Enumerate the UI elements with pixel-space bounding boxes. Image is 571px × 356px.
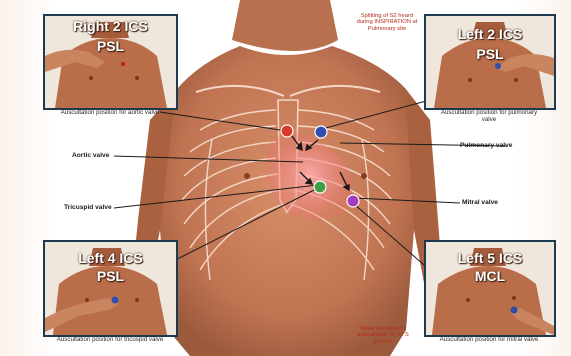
label-tricuspid-valve: Tricuspid valve [64,204,112,211]
caption-tricuspid: Auscultation position for tricuspid valv… [54,336,166,343]
note-s3-mitral: Mitral site best for auscultation of S3 … [352,326,414,345]
label-mitral-valve: Mitral valve [462,199,498,206]
inset-tricuspid-position: Left 4 ICS PSL [43,240,178,337]
mitral-valve-marker [347,195,359,207]
caption-aortic: Auscultation position for aortic valve [54,109,166,116]
inset-title-line2: PSL [45,268,176,284]
label-aortic-valve: Aortic valve [72,152,109,159]
inset-title-line2: PSL [426,46,554,62]
caption-pulmonary: Auscultation position for pulmonary valv… [433,109,545,123]
inset-aortic-position: Right 2 ICS PSL [43,14,178,110]
inset-title-line1: Left 2 ICS [426,26,554,42]
pulmonary-valve-marker [315,126,327,138]
neck-shape [232,0,338,51]
aortic-valve-marker [281,125,293,137]
inset-title-line1: Right 2 ICS [45,18,176,34]
note-s2-splitting: Splitting of S2 heard during INSPIRATION… [354,13,420,32]
inset-title-line2: PSL [45,38,176,54]
inset-pulmonary-position: Left 2 ICS PSL [424,14,556,110]
inset-title-line1: Left 5 ICS [426,250,554,266]
inset-title-line2: MCL [426,268,554,284]
tricuspid-valve-marker [314,181,326,193]
inset-title-line1: Left 4 ICS [45,250,176,266]
label-pulmonary-valve: Pulmonary valve [460,142,512,149]
caption-mitral: Auscultation position for mitral valve [433,336,545,343]
inset-mitral-position: Left 5 ICS MCL [424,240,556,337]
